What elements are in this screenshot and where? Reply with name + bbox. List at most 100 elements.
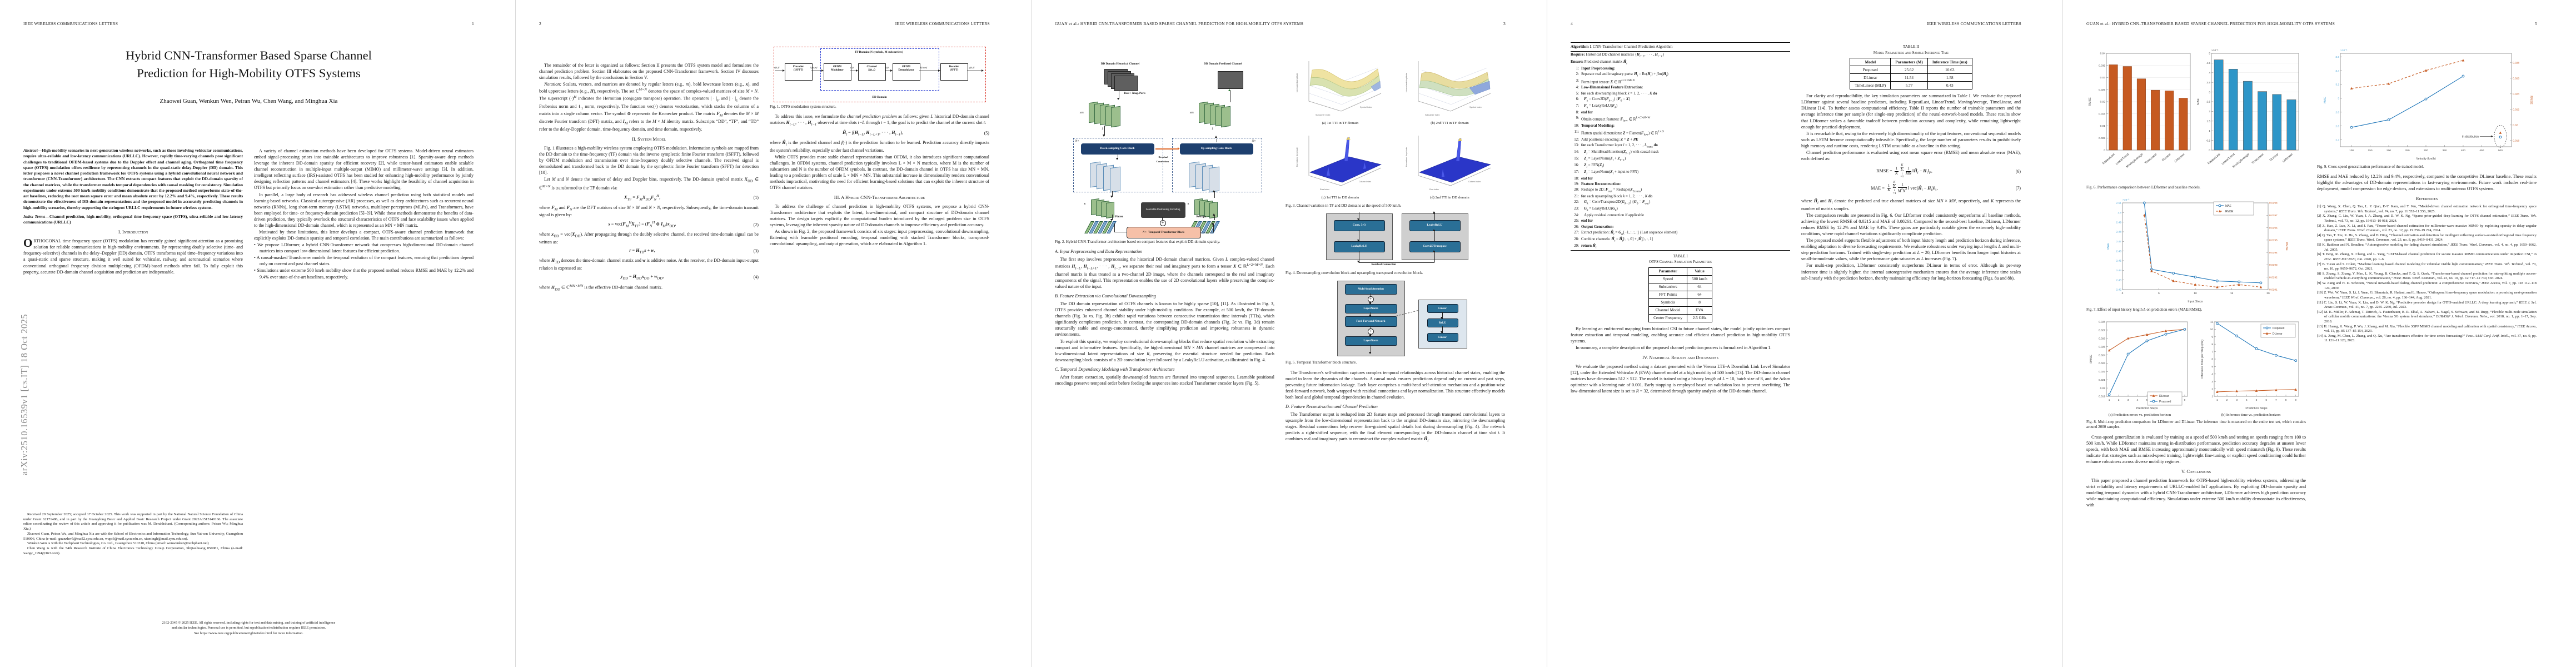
reference-item: [4] Q. Tao, T. Xie, X. Hu, S. Zhang, and… [2317,233,2537,242]
algorithm-line: 9:Obtain compact features: Flow ∈ ℝL×C×H… [1576,116,1650,123]
equation-4: yDD = HDDxDD + wDD,(4) [620,273,759,281]
col-4-right: TABLE II Model Parameters and Sample Inf… [1801,42,2021,654]
col-2-right: TF Domain (N symbols, M subcarriers) DD … [770,47,989,653]
svg-text:4.5: 4.5 [2206,62,2210,65]
svg-text:2: 2 [2226,399,2228,402]
svg-text:RepeatLast: RepeatLast [2207,153,2221,166]
page-2: 2 IEEE WIRELESS COMMUNICATIONS LETTERS T… [515,0,1031,667]
svg-text:Velocity (km/h): Velocity (km/h) [2416,157,2436,161]
algorithm-line: 13:for each Transformer layer l = 1, 2, … [1574,143,1658,149]
svg-text:400: 400 [2460,149,2465,152]
svg-text:2.8: 2.8 [2335,111,2339,114]
fig3-sub-a: (a) 1st TTI in TF domain [1322,121,1359,126]
svg-text:0.0193: 0.0193 [2269,263,2278,267]
figure-1-otfs-diagram: TF Domain (N symbols, M subcarriers) DD … [773,47,986,102]
running-title: GUAN et al.: HYBRID CNN-TRANSFORMER BASE… [2086,21,2335,26]
algorithm-line: 22: Gk = ConvTranspose2D(Gk−1) {G0 = Fou… [1574,200,1651,206]
algorithm-line: 26:Output Generation: [1574,225,1614,229]
algorithm-line: 11:Flatten spatial dimensions: Z = Flatt… [1574,130,1664,137]
col-1-right: A variety of channel estimation methods … [254,148,474,620]
svg-text:1: 1 [2209,130,2210,133]
reference-item: [14] A. Zeng, M. Chen, L. Zhang, and Q. … [2317,334,2537,343]
contribution-item: • We propose LDformer, a hybrid CNN-Tran… [254,242,474,254]
svg-text:15: 15 [2230,292,2233,295]
surface-plot-a: Normalized Amplitude Subcarrier Index Sy… [1296,61,1381,116]
table-1-label: TABLE I [1673,253,1688,258]
y-axis-label: Column Index [1359,181,1371,183]
leakyrelu-box: LeakyReLU [1333,241,1385,253]
svg-text:0.024: 0.024 [2099,354,2105,357]
svg-text:2: 2 [2209,110,2210,113]
figure-5-caption: Fig. 5. Temporal Transformer block struc… [1285,360,1357,365]
svg-text:3: 3 [2127,399,2129,402]
svg-text:0.026: 0.026 [2513,77,2519,81]
svg-text:3: 3 [2338,97,2339,101]
journal-name: IEEE WIRELESS COMMUNICATIONS LETTERS [1926,21,2021,26]
paragraph: RMSE and MAE reduced by 12.2% and 9.4%, … [2317,174,2537,192]
precoder-box: Precoder(ISFFT) [784,63,813,81]
svg-text:0.022: 0.022 [2513,108,2519,112]
paper-title: Hybrid CNN-Transformer Based Sparse Chan… [126,48,372,80]
svg-text:DLinear: DLinear [2269,153,2279,162]
col-4-left: Algorithm 1 CNN-Transformer Channel Pred… [1571,42,1790,654]
col-1-left: Abstract—High-mobility scenarios in next… [23,148,243,509]
subsection-B: B. Feature Extraction via Convolutional … [1055,293,1156,299]
page-number: 2 [539,21,542,26]
svg-text:2.4: 2.4 [2335,138,2339,142]
notation-paragraph: Notation: Scalars, vectors, and matrices… [539,82,759,132]
figure-7-caption: Fig. 7. Effect of input history length L… [2086,307,2203,312]
algorithm-line: 5:for each downsampling block k = 1, 2, … [1576,91,1657,96]
signal-rt: r(t) [885,66,889,69]
section-heading-2: II. System Model [632,136,666,142]
svg-text:0: 0 [2121,292,2123,295]
subsection-A: A. Input Preprocessing and Data Represen… [1055,249,1143,255]
svg-text:7: 7 [2211,351,2213,354]
figure-3-caption: Fig. 3. Channel variation in TF and DD d… [1285,203,1402,208]
svg-text:0.025: 0.025 [2099,88,2105,92]
svg-text:4: 4 [2211,373,2213,376]
figure-9-caption: Fig. 9. Cross-speed generalization perfo… [2317,165,2424,170]
paragraph: To address the challenge of channel pred… [770,204,989,228]
paragraph: For multi-step prediction, LDformer cons… [1801,263,2021,281]
fig9-line-chart: 2.42.62.833.23.43.60.0180.020.0220.0240.… [2324,49,2533,161]
svg-text:RMSE: RMSE [2090,355,2093,364]
svg-text:4: 4 [2246,399,2248,402]
signal-st: s(t) [850,66,854,69]
svg-text:0.025: 0.025 [2099,346,2105,349]
table-2-label: TABLE II [1902,44,1920,49]
algorithm-line: 28:Combine channels: Ĥt = Ĥt[:, :, 0] + … [1574,237,1653,243]
reference-item: [8] S. Zhang, S. Zhang, Y. Mao, L. K. Ye… [2317,271,2537,281]
x-axis-label: Row Index [1320,188,1329,191]
subsection-D: D. Feature Reconstruction and Channel Pr… [1285,404,1378,409]
equation-2: s = vec(FMHXTF) = (FNH ⊗ IM)xDD,(2) [608,221,759,228]
svg-text:MAE: MAE [2324,97,2327,103]
predicted-channel-label: DD Domain Predicted Channel [1204,62,1242,66]
page-4: 4 IEEE WIRELESS COMMUNICATIONS LETTERS A… [1547,0,2062,667]
paragraph: The proposed model supports flexible adj… [1801,238,2021,262]
abstract: Abstract—High-mobility scenarios in next… [23,148,243,210]
signal-X-nm: X[n,m] [810,66,818,69]
references-heading: References [2415,196,2438,202]
svg-text:1.5: 1.5 [2206,120,2210,123]
svg-text:3.5: 3.5 [2206,81,2210,84]
add-icon: + [1159,220,1166,226]
svg-text:500: 500 [2498,149,2502,152]
figure-8-caption: Fig. 8. Multi-step prediction comparison… [2086,420,2306,430]
footnote: Zhaowei Guan, Peiran Wu, and Minghua Xia… [23,531,243,541]
paragraph: In summary, a complete description of th… [1576,345,1772,350]
svg-text:0.005: 0.005 [2099,137,2105,140]
svg-text:300: 300 [2423,149,2428,152]
figure-6-caption: Fig. 6. Performance comparison between L… [2086,185,2201,190]
equation-5: Ĥt = f(Ht−L, Ht−L+1, · · · , Ht−1),(5) [842,130,989,137]
svg-text:Normalized Amplitude: Normalized Amplitude [1406,147,1408,167]
paragraph: where xDD = vec(XDD). After propagating … [539,231,759,245]
svg-text:×10⁻³: ×10⁻³ [2122,198,2130,202]
page-number: 5 [2534,21,2537,26]
x-axis-label: Subcarrier Index [1316,114,1331,116]
